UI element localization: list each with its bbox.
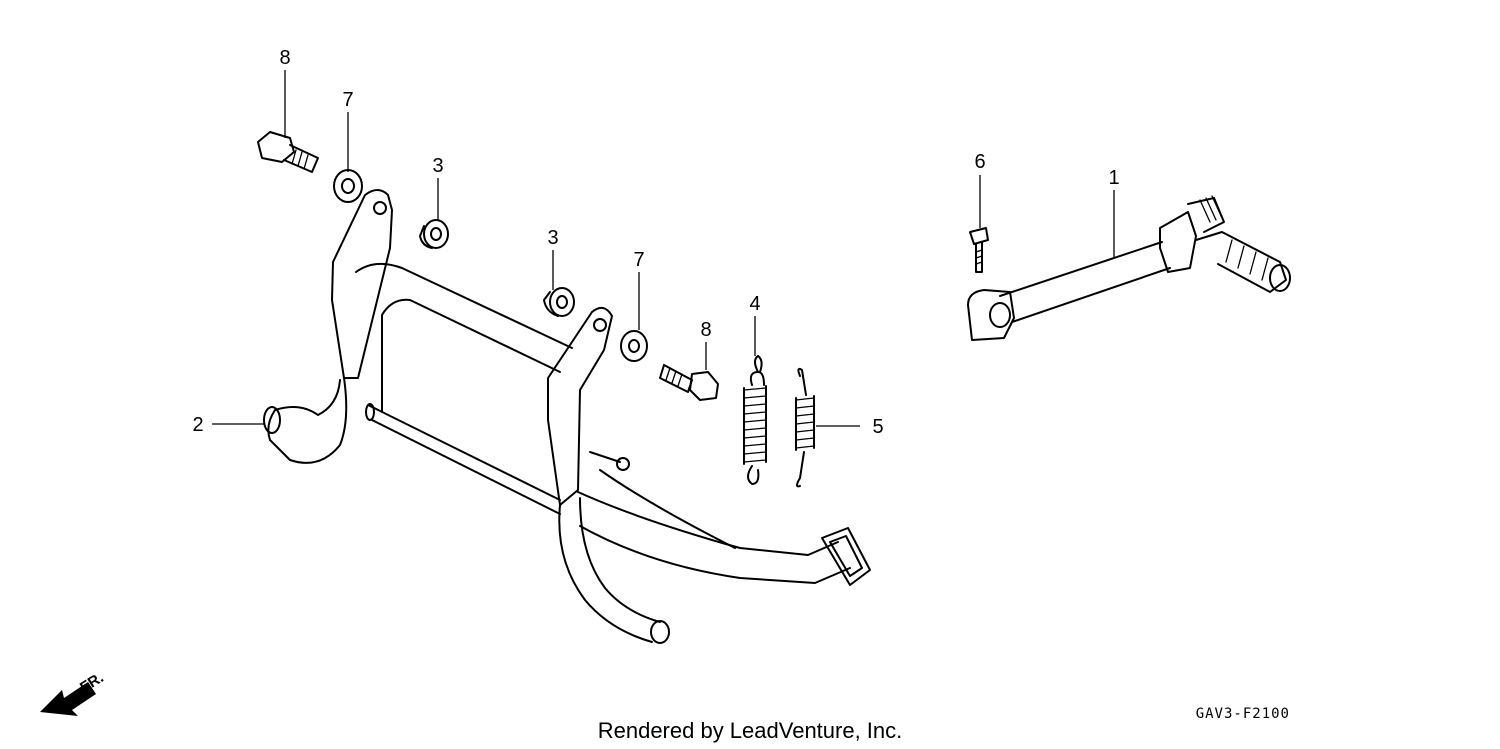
collar-left xyxy=(419,219,449,249)
spring-5 xyxy=(795,367,815,488)
callout-5: 5 xyxy=(872,416,883,438)
callout-6: 6 xyxy=(974,151,985,173)
callout-7-right: 7 xyxy=(633,249,644,271)
washer-left xyxy=(333,169,363,203)
callout-3-right: 3 xyxy=(547,227,558,249)
spring-4 xyxy=(743,355,767,485)
bolt-6 xyxy=(969,227,989,273)
callout-3-left: 3 xyxy=(432,155,443,177)
bolt-left xyxy=(257,131,319,173)
collar-right xyxy=(543,287,575,317)
bolt-right xyxy=(659,364,719,401)
callout-8-right: 8 xyxy=(700,319,711,341)
callout-8-left: 8 xyxy=(279,47,290,69)
callout-4: 4 xyxy=(749,293,760,315)
render-credit: Rendered by LeadVenture, Inc. xyxy=(598,718,903,743)
leader-lines xyxy=(212,70,1115,427)
main-stand xyxy=(263,189,871,644)
callout-2: 2 xyxy=(192,414,203,436)
callout-7-left: 7 xyxy=(342,89,353,111)
washer-right xyxy=(620,330,648,362)
callouts: 8 7 3 3 7 8 4 5 2 6 1 xyxy=(192,47,1119,438)
front-direction-indicator: FR. xyxy=(40,669,107,716)
kick-starter-arm xyxy=(967,195,1291,341)
callout-1: 1 xyxy=(1108,167,1119,189)
front-arrow-icon xyxy=(40,682,96,716)
diagram-code: GAV3-F2100 xyxy=(1196,706,1290,722)
